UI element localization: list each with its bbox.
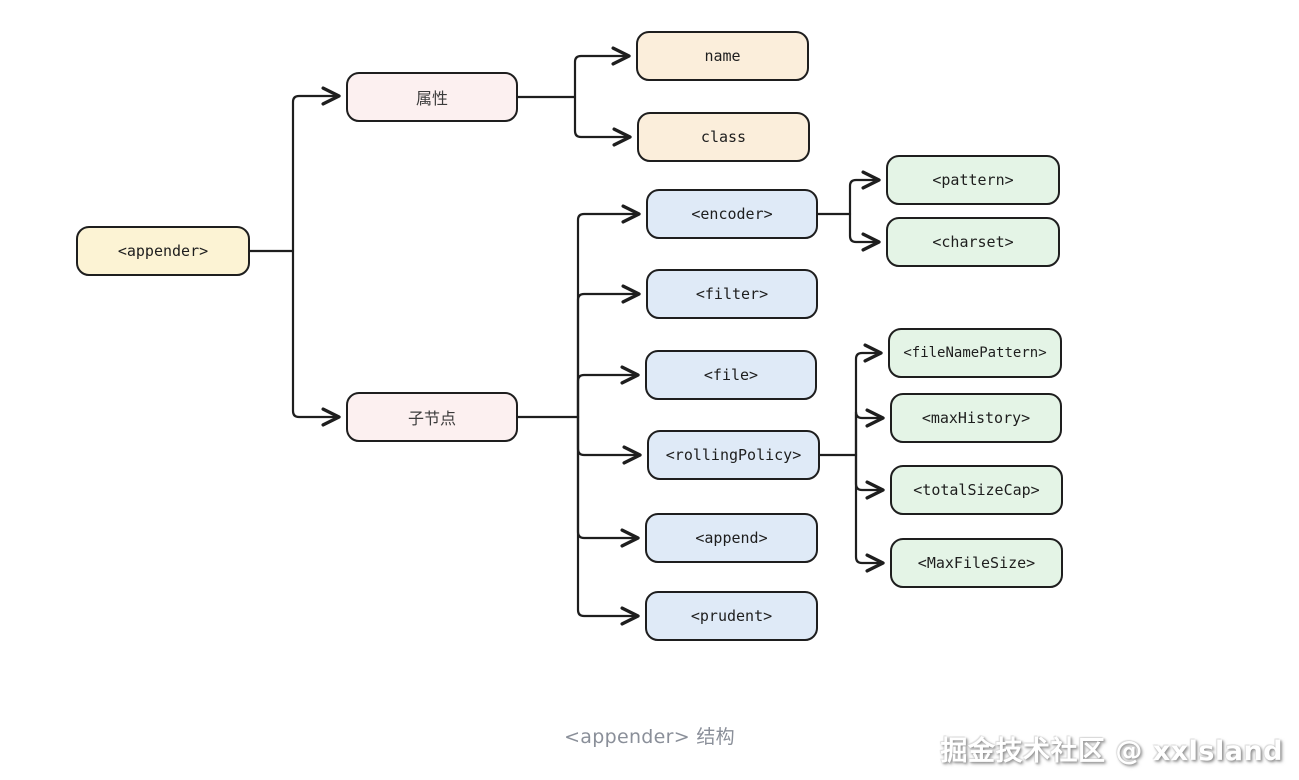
node-attributes-group: 属性 (346, 72, 518, 122)
node-children-group: 子节点 (346, 392, 518, 442)
watermark-text: 掘金技术社区 @ xxlsland (940, 736, 1283, 767)
node-appender: <appender> (76, 226, 250, 276)
node-append: <append> (645, 513, 818, 563)
node-file: <file> (645, 350, 817, 400)
node-rolling-policy: <rollingPolicy> (647, 430, 820, 480)
node-max-history: <maxHistory> (890, 393, 1062, 443)
node-pattern: <pattern> (886, 155, 1060, 205)
node-charset: <charset> (886, 217, 1060, 267)
node-prudent: <prudent> (645, 591, 818, 641)
diagram-caption: <appender> 结构 (564, 726, 735, 748)
node-encoder: <encoder> (646, 189, 818, 239)
node-file-name-pattern: <fileNamePattern> (888, 328, 1062, 378)
node-total-size-cap: <totalSizeCap> (890, 465, 1063, 515)
node-class: class (637, 112, 810, 162)
node-name: name (636, 31, 809, 81)
node-filter: <filter> (646, 269, 818, 319)
node-max-file-size: <MaxFileSize> (890, 538, 1063, 588)
